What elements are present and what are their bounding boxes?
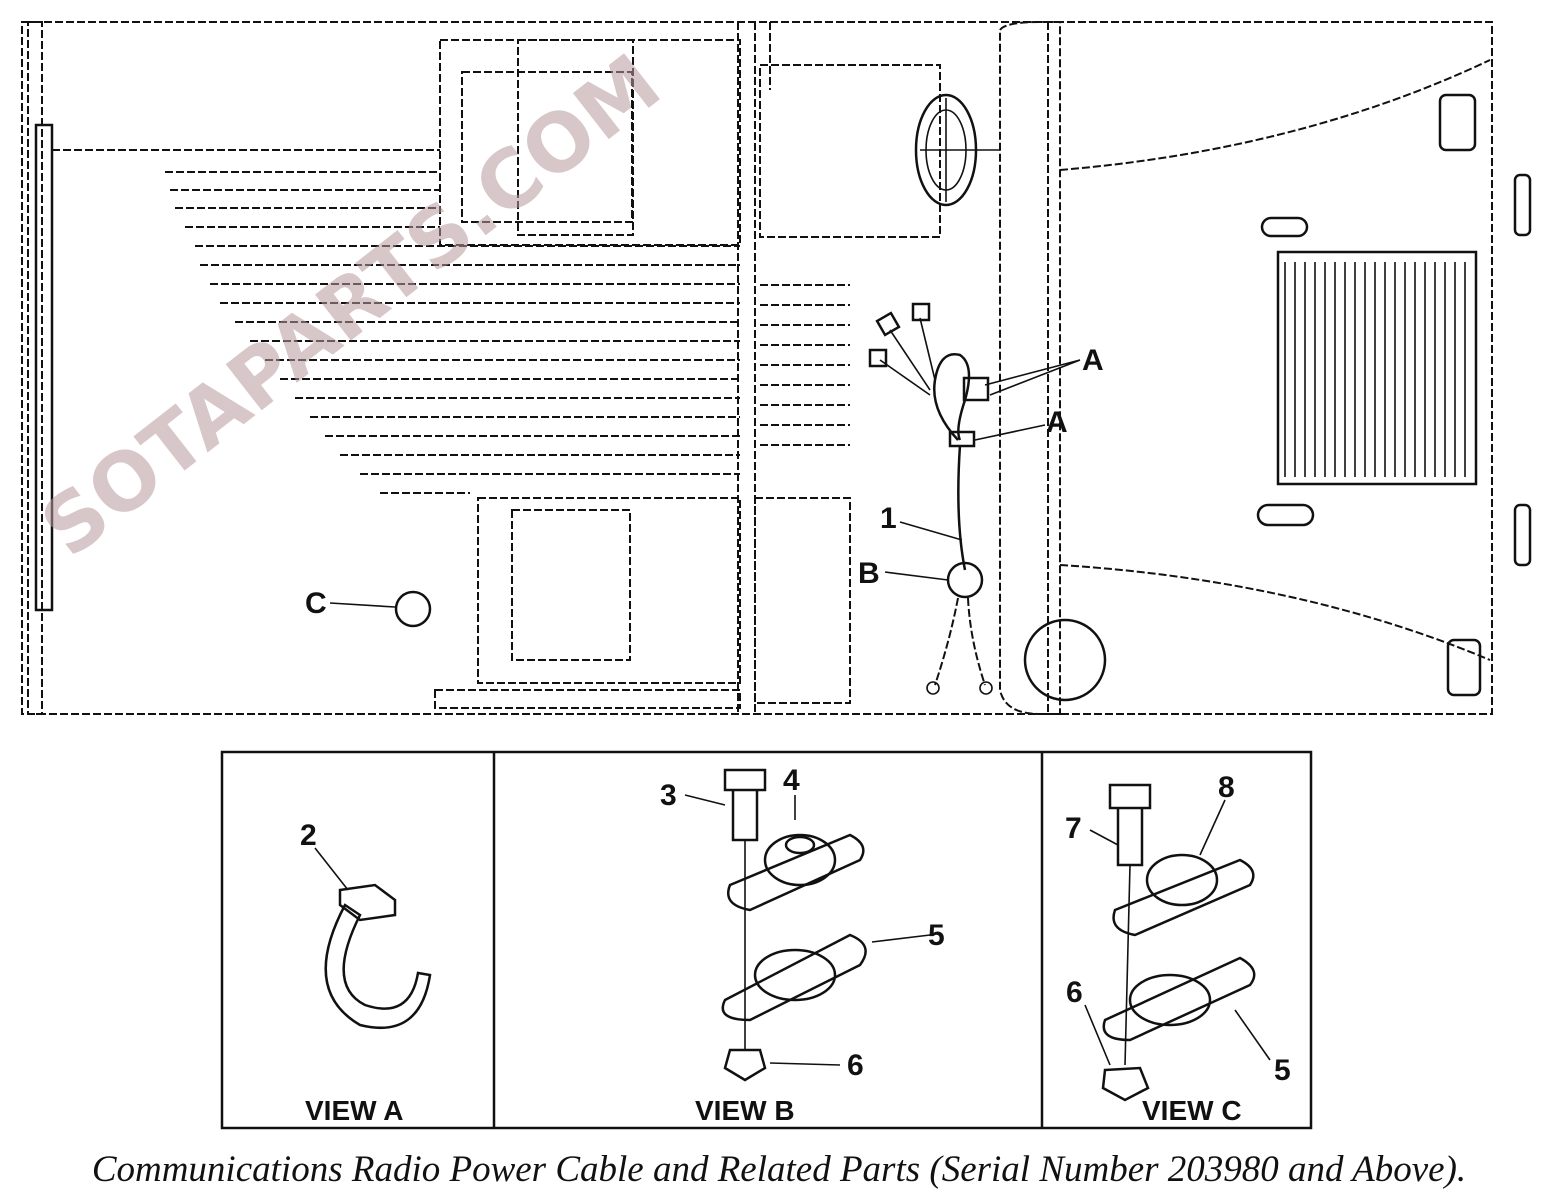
- view-c: 7 8 6 5 VIEW C: [1065, 771, 1291, 1126]
- view-c-title: VIEW C: [1142, 1095, 1242, 1126]
- callout-b: B: [858, 557, 880, 590]
- watermark: SOTAPARTS.COM: [24, 36, 677, 575]
- item-6c-label: 6: [1066, 976, 1083, 1009]
- item-3-label: 3: [660, 779, 677, 812]
- main-callouts: A A 1 B C: [305, 344, 1104, 620]
- view-a-title: VIEW A: [305, 1095, 404, 1126]
- callout-c: C: [305, 587, 327, 620]
- figure-caption: Communications Radio Power Cable and Rel…: [91, 1149, 1467, 1190]
- view-b-title: VIEW B: [695, 1095, 795, 1126]
- callout-item-1: 1: [880, 502, 897, 535]
- detail-views-panel: [220, 750, 1313, 1130]
- radio-power-cable: [394, 302, 993, 695]
- item-8-label: 8: [1218, 771, 1235, 804]
- callout-a-upper: A: [1082, 344, 1104, 377]
- item-6-label: 6: [847, 1049, 864, 1082]
- item-4-label: 4: [783, 764, 800, 797]
- view-a: 2 VIEW A: [300, 819, 432, 1126]
- item-5c-label: 5: [1274, 1054, 1291, 1087]
- vehicle-top-view: [21, 21, 1532, 715]
- radiator-grille: [1284, 262, 1466, 477]
- view-b: 3 4 5 6 VIEW B: [660, 764, 945, 1126]
- cargo-floor-slats: [165, 171, 850, 494]
- callout-a-lower: A: [1046, 406, 1068, 439]
- item-5-label: 5: [928, 919, 945, 952]
- item-7-label: 7: [1065, 812, 1082, 845]
- steering-wheel: [914, 93, 1000, 207]
- item-2-label: 2: [300, 819, 317, 852]
